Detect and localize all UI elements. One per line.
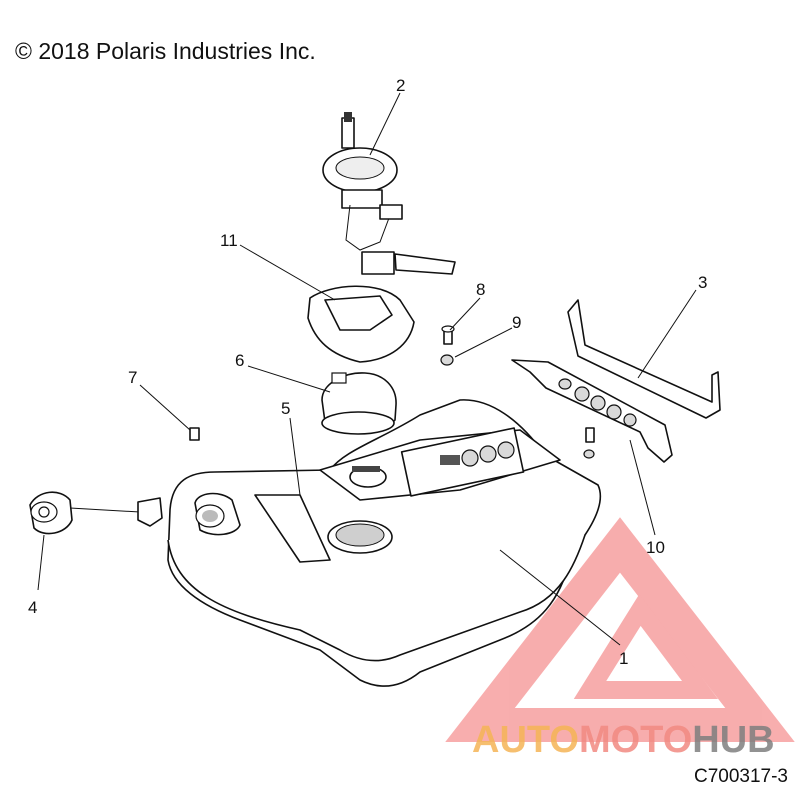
callout-3: 3 — [698, 273, 707, 292]
callout-11: 11 — [220, 231, 238, 250]
leader-lines — [37, 92, 697, 646]
callout-9: 9 — [512, 313, 521, 332]
mounting-bracket — [511, 359, 673, 463]
callout-labels: 1 2 3 4 5 6 7 8 9 10 11 — [28, 76, 707, 668]
watermark-text-auto: AUTO — [472, 719, 579, 761]
watermark-logo — [445, 517, 795, 742]
callout-4: 4 — [28, 598, 37, 617]
callout-1: 1 — [619, 649, 628, 668]
watermark-text-moto: MOTO — [579, 719, 692, 761]
fuel-tank — [167, 399, 602, 687]
callout-2: 2 — [396, 76, 405, 95]
callout-10: 10 — [646, 538, 665, 557]
watermark-triangle-icon — [445, 517, 795, 742]
callout-6: 6 — [235, 351, 244, 370]
fuel-cap — [29, 491, 163, 535]
callout-7: 7 — [128, 368, 137, 387]
figure-id: C700317-3 — [693, 766, 788, 787]
copyright-text: © 2018 Polaris Industries Inc. — [15, 38, 316, 64]
pump-cover — [307, 285, 415, 363]
watermark-text-hub: HUB — [692, 719, 774, 761]
callout-5: 5 — [281, 399, 290, 418]
watermark-text: AUTOMOTOHUB — [472, 719, 775, 761]
fuel-pump-assembly — [322, 112, 456, 275]
pump-mount — [321, 372, 397, 435]
callout-8: 8 — [476, 280, 485, 299]
tank-strap — [567, 299, 721, 419]
fasteners — [189, 325, 595, 459]
